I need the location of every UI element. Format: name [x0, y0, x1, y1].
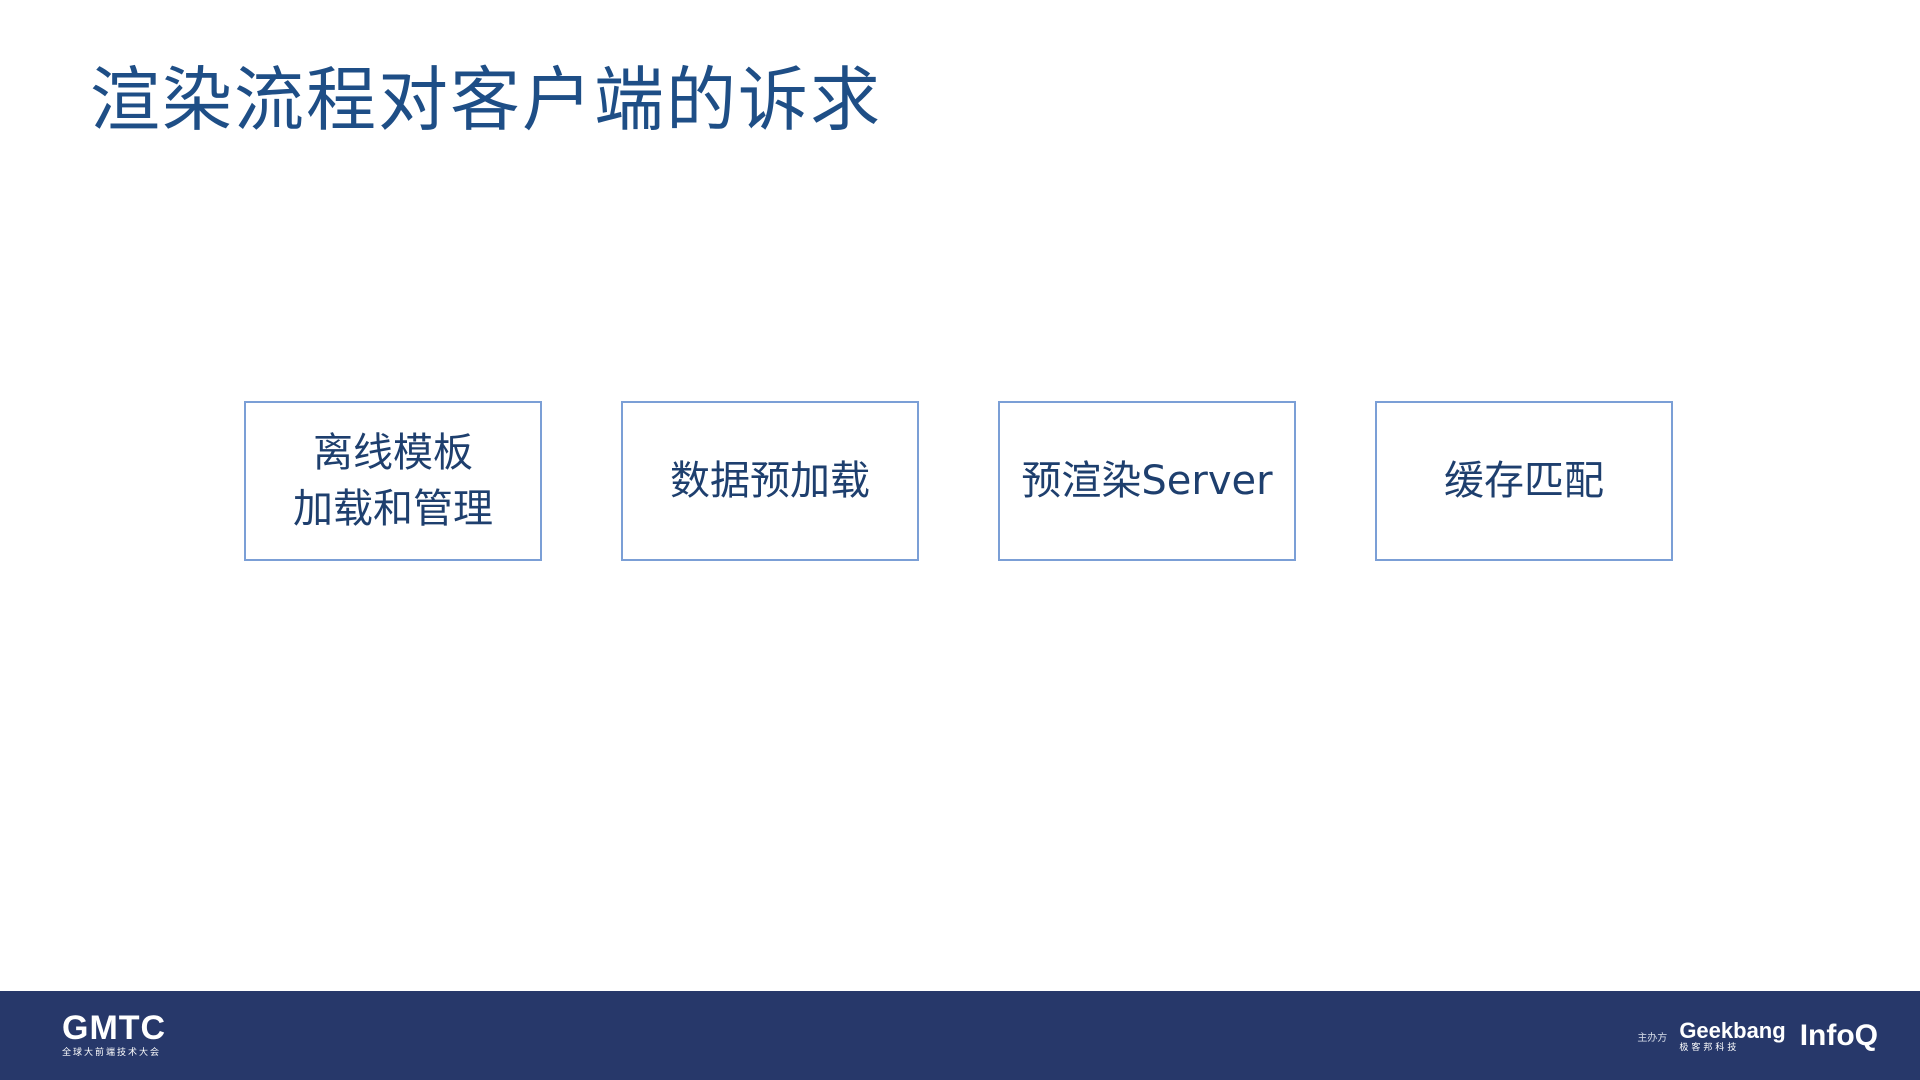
footer-bar: GMTC 全球大前端技术大会 主办方 Geekbang 极客邦科技 InfoQ [0, 991, 1920, 1080]
slide-title: 渲染流程对客户端的诉求 [90, 59, 882, 141]
infoq-logo: InfoQ [1799, 1019, 1878, 1052]
geekbang-logo: Geekbang 极客邦科技 [1679, 1017, 1786, 1054]
box-data-preload: 数据预加载 [621, 401, 919, 561]
box-prerender-server: 预渲染Server [998, 401, 1296, 561]
geekbang-logo-subtitle: 极客邦科技 [1679, 1042, 1740, 1053]
box-offline-template: 离线模板 加载和管理 [244, 401, 542, 561]
box-prerender-server-label: 预渲染Server [1021, 458, 1273, 504]
box-data-preload-label: 数据预加载 [670, 458, 870, 504]
geekbang-logo-name: Geekbang [1679, 1017, 1786, 1043]
box-offline-template-line-1: 离线模板 [313, 430, 473, 476]
box-cache-match: 缓存匹配 [1375, 401, 1673, 561]
gmtc-logo: GMTC 全球大前端技术大会 [62, 1011, 172, 1061]
sponsor-area: 主办方 Geekbang 极客邦科技 InfoQ [1637, 1011, 1878, 1061]
box-cache-match-label: 缓存匹配 [1444, 458, 1604, 504]
sponsor-label: 主办方 [1637, 1032, 1668, 1044]
gmtc-logo-mark: GMTC [62, 1009, 167, 1047]
box-offline-template-line-2: 加载和管理 [293, 486, 493, 532]
gmtc-logo-subtitle: 全球大前端技术大会 [62, 1048, 162, 1058]
